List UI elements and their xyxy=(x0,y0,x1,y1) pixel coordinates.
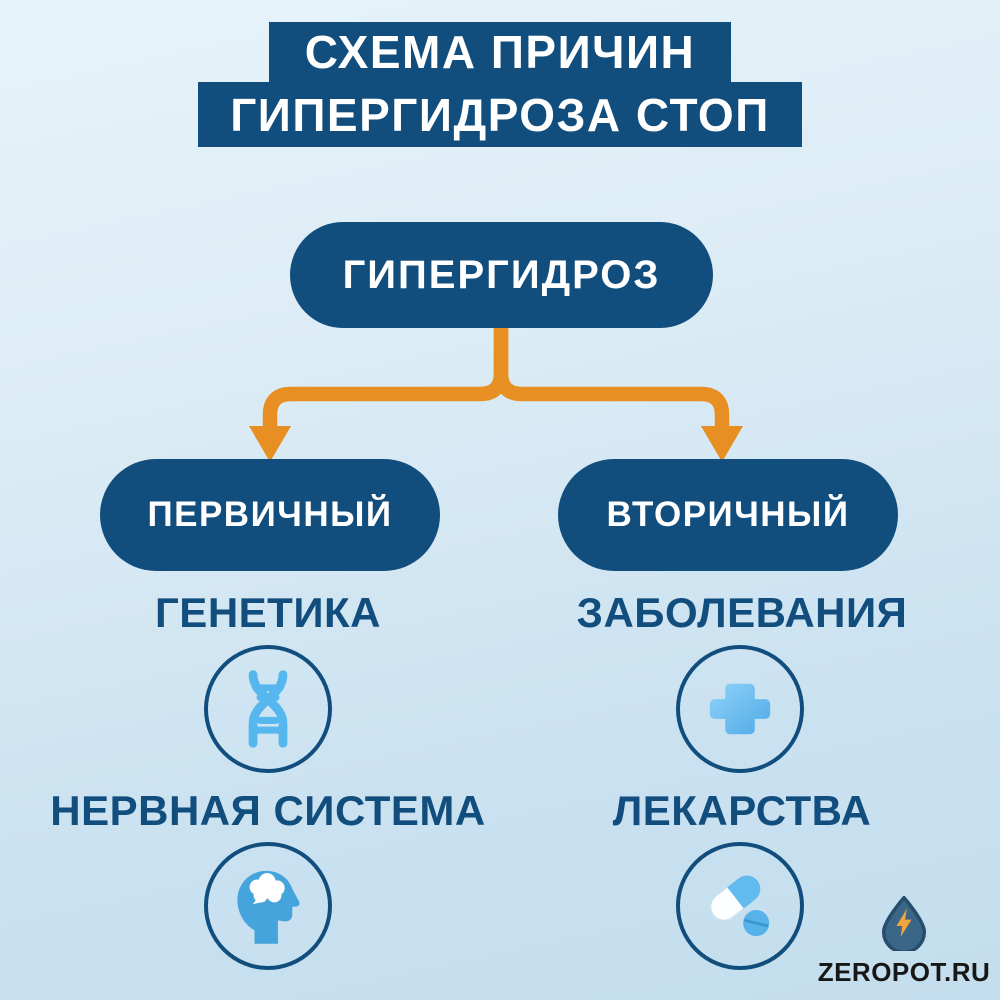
node-secondary: ВТОРИЧНЫЙ xyxy=(558,459,898,571)
title: СХЕМА ПРИЧИН ГИПЕРГИДРОЗА СТОП xyxy=(0,22,1000,147)
arrowhead-left xyxy=(249,426,291,462)
diseases-icon-circle xyxy=(676,645,804,773)
logo: ZEROPOT.RU xyxy=(814,893,994,988)
arrow-line-left xyxy=(262,318,509,430)
pills-icon xyxy=(709,874,770,937)
arrow-line-right xyxy=(493,318,730,430)
medications-icon-circle xyxy=(676,842,804,970)
node-primary: ПЕРВИЧНЫЙ xyxy=(100,459,440,571)
head-brain-icon xyxy=(237,870,300,944)
genetics-icon-circle xyxy=(204,645,332,773)
title-line-1: СХЕМА ПРИЧИН xyxy=(268,22,732,82)
label-medications: ЛЕКАРСТВА xyxy=(612,787,872,834)
arrowhead-right xyxy=(701,426,743,462)
water-drop-lightning-icon xyxy=(881,895,927,951)
label-diseases: ЗАБОЛЕВАНИЯ xyxy=(576,589,908,636)
dna-icon xyxy=(248,670,288,748)
medical-cross-icon xyxy=(709,683,771,735)
logo-text: ZEROPOT.RU xyxy=(817,957,991,987)
nervous-system-icon-circle xyxy=(204,842,332,970)
label-nervous-system: НЕРВНАЯ СИСТЕМА xyxy=(50,787,486,834)
node-hyperhidrosis: ГИПЕРГИДРОЗ xyxy=(290,222,713,328)
label-genetics: ГЕНЕТИКА xyxy=(155,589,381,636)
title-line-2: ГИПЕРГИДРОЗА СТОП xyxy=(198,82,802,147)
